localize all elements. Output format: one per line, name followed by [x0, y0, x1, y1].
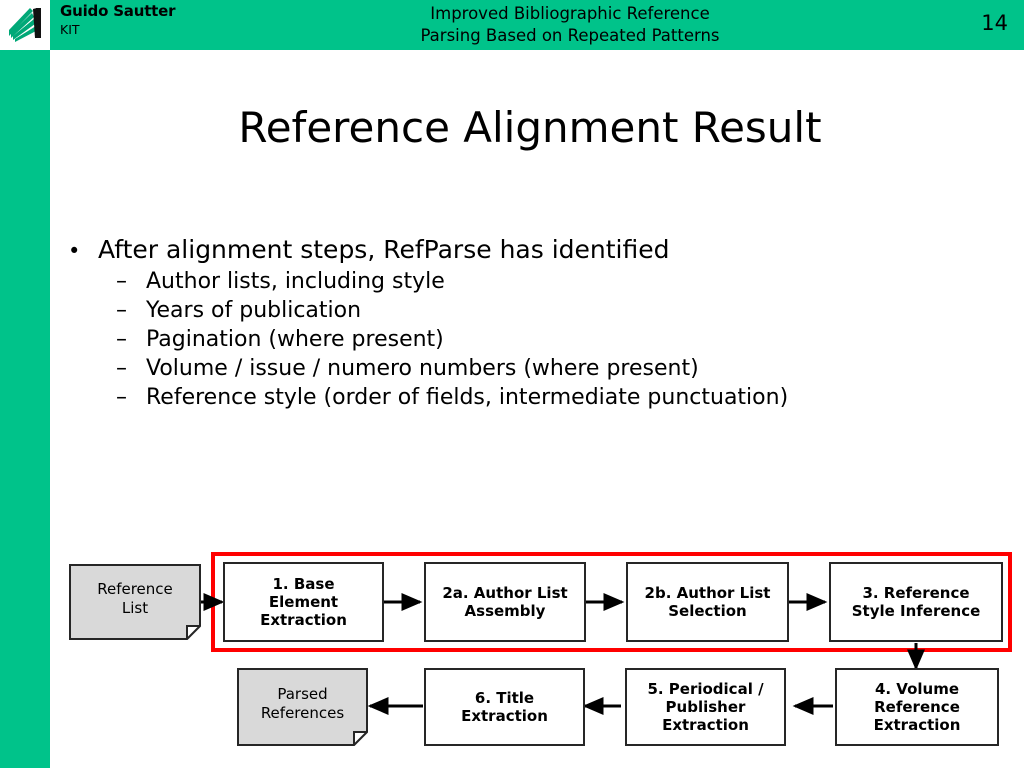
dash-marker: – [116, 356, 127, 381]
dash-marker: – [116, 269, 127, 294]
node-label-line2: Reference [874, 697, 960, 716]
node-label: 1. Base Element Extraction [260, 575, 347, 630]
presenter-block: Guido Sautter KIT [60, 2, 176, 37]
node-reference-list[interactable]: Reference List [69, 564, 201, 640]
node-label: 2a. Author List Assembly [442, 584, 567, 621]
node-label-line2: Publisher [665, 697, 746, 716]
node-step3-reference-style-inference[interactable]: 3. Reference Style Inference [829, 562, 1003, 642]
node-label: Parsed References [261, 685, 344, 729]
page-title: Reference Alignment Result [238, 103, 822, 152]
node-step2a-author-list-assembly[interactable]: 2a. Author List Assembly [424, 562, 586, 642]
bullet-level1: • After alignment steps, RefParse has id… [62, 235, 962, 264]
presenter-name: Guido Sautter [60, 2, 176, 20]
dash-marker: – [116, 385, 127, 410]
list-item-label: Reference style (order of fields, interm… [146, 385, 789, 410]
node-label-line2: Assembly [464, 602, 546, 620]
node-step6-title-extraction[interactable]: 6. Title Extraction [424, 668, 585, 746]
node-label-line1: 2b. Author List [644, 583, 771, 602]
paper-title: Improved Bibliographic Reference Parsing… [300, 3, 840, 47]
bullet-marker: • [68, 239, 81, 263]
list-item-label: Years of publication [146, 298, 362, 323]
node-label-line2: List [121, 599, 149, 617]
node-label: 5. Periodical / Publisher Extraction [647, 680, 763, 735]
dash-marker: – [116, 298, 127, 323]
left-green-rail [0, 50, 50, 768]
node-label-line1: 1. Base [272, 574, 335, 593]
node-label-line1: 5. Periodical / [647, 679, 764, 698]
paper-title-line1: Improved Bibliographic Reference [430, 4, 710, 23]
node-label-line1: Reference [97, 579, 173, 598]
node-label: 3. Reference Style Inference [852, 584, 981, 621]
list-item: – Volume / issue / numero numbers (where… [62, 356, 962, 381]
node-label-line2: Selection [668, 602, 747, 620]
node-label-line1: 4. Volume [874, 679, 960, 698]
node-label-line1: 3. Reference [862, 583, 970, 602]
node-parsed-references[interactable]: Parsed References [237, 668, 368, 746]
node-label: 4. Volume Reference Extraction [874, 680, 961, 735]
bullet-level1-text: After alignment steps, RefParse has iden… [98, 235, 670, 264]
node-label-line1: 2a. Author List [442, 583, 568, 602]
document-shape-icon [237, 668, 368, 746]
paper-title-line2: Parsing Based on Repeated Patterns [420, 25, 720, 45]
list-item-label: Author lists, including style [146, 269, 445, 294]
highlight-box [211, 552, 1012, 652]
node-step4-volume-reference-extraction[interactable]: 4. Volume Reference Extraction [835, 668, 999, 746]
slide-number: 14 [981, 11, 1008, 35]
slide-header-band: Guido Sautter KIT Improved Bibliographic… [0, 0, 1024, 50]
node-step2b-author-list-selection[interactable]: 2b. Author List Selection [626, 562, 789, 642]
list-item: – Author lists, including style [62, 269, 962, 294]
node-label-line3: Extraction [662, 716, 749, 735]
node-label-line2: Element [268, 592, 339, 611]
kit-logo [0, 0, 50, 50]
dash-marker: – [116, 327, 127, 352]
list-item-label: Volume / issue / numero numbers (where p… [146, 356, 699, 381]
presenter-affiliation: KIT [60, 21, 80, 37]
kit-fan-logo-icon [9, 8, 41, 42]
list-item: – Years of publication [62, 298, 962, 323]
list-item-label: Pagination (where present) [146, 327, 444, 352]
node-step1-base-element-extraction[interactable]: 1. Base Element Extraction [223, 562, 384, 642]
document-shape-icon [69, 564, 201, 640]
node-label: Reference List [97, 580, 173, 624]
node-label: 2b. Author List Selection [645, 584, 771, 621]
bullet-list: • After alignment steps, RefParse has id… [62, 235, 962, 414]
node-label-line3: Extraction [260, 611, 347, 630]
node-label-line2: Extraction [461, 707, 548, 725]
node-label-line1: Parsed [277, 684, 328, 703]
node-label: 6. Title Extraction [461, 689, 548, 726]
list-item: – Reference style (order of fields, inte… [62, 385, 962, 410]
node-label-line2: References [260, 704, 345, 722]
node-label-line1: 6. Title [474, 688, 535, 707]
node-label-line2: Style Inference [851, 602, 981, 620]
node-label-line3: Extraction [873, 716, 961, 735]
node-step5-periodical-publisher-extraction[interactable]: 5. Periodical / Publisher Extraction [625, 668, 786, 746]
list-item: – Pagination (where present) [62, 327, 962, 352]
